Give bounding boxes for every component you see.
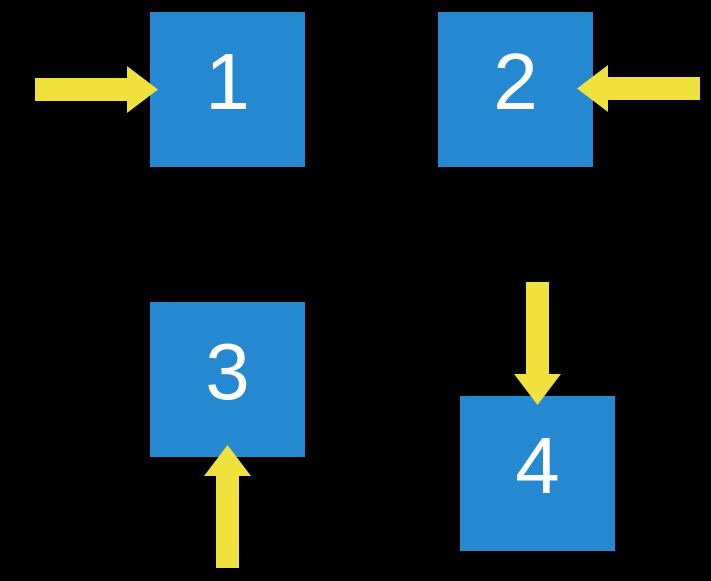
square-1: 1 <box>150 12 305 167</box>
arrow-down-icon <box>514 282 561 405</box>
arrow-left-icon <box>577 65 700 112</box>
square-2-label: 2 <box>493 36 538 126</box>
square-4: 4 <box>460 396 615 551</box>
square-1-label: 1 <box>205 36 250 126</box>
arrow-right-icon <box>35 66 158 113</box>
square-3: 3 <box>150 302 305 457</box>
square-4-label: 4 <box>515 420 560 510</box>
square-3-label: 3 <box>205 326 250 416</box>
arrow-up-icon <box>204 445 251 568</box>
square-2: 2 <box>438 12 593 167</box>
